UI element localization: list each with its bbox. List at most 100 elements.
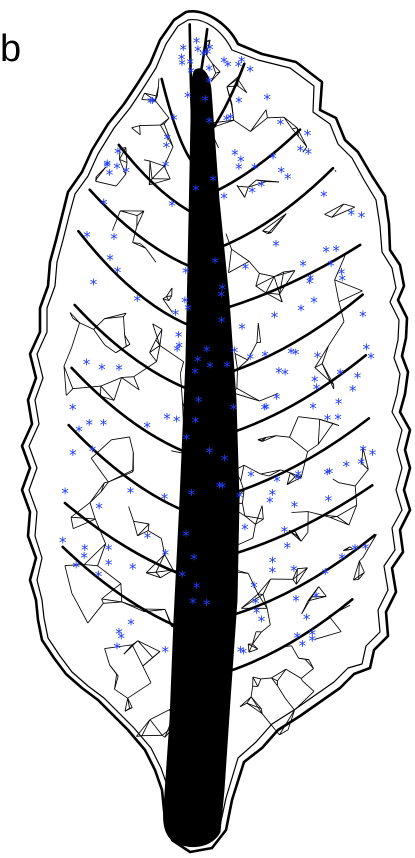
tertiary-vein-segment — [124, 317, 125, 335]
marker-asterisk: * — [343, 457, 351, 475]
tertiary-vein-segment — [315, 632, 341, 640]
marker-asterisk: * — [247, 350, 255, 368]
marker-asterisk: * — [127, 484, 135, 502]
marker-asterisk: * — [143, 418, 151, 436]
tertiary-vein-segment — [65, 566, 72, 594]
marker-asterisk: * — [299, 637, 307, 655]
marker-asterisk: * — [221, 452, 229, 470]
tertiary-vein-segment — [105, 345, 116, 353]
marker-asterisk: * — [334, 410, 342, 428]
tertiary-vein-segment — [138, 641, 160, 652]
tertiary-vein-segment — [133, 452, 134, 472]
tertiary-vein-segment — [272, 669, 286, 678]
marker-asterisk: * — [235, 58, 243, 76]
tertiary-vein-segment — [132, 128, 141, 135]
tertiary-vein-segment — [237, 369, 238, 388]
tertiary-vein-segment — [238, 86, 247, 93]
marker-asterisk: * — [235, 93, 243, 111]
marker-asterisk: * — [272, 237, 280, 255]
marker-asterisk: * — [163, 410, 171, 428]
marker-asterisk: * — [194, 42, 202, 60]
tertiary-vein-segment — [290, 417, 299, 438]
marker-asterisk: * — [357, 455, 365, 473]
marker-asterisk: * — [179, 568, 187, 586]
tertiary-vein-segment — [261, 678, 272, 679]
tertiary-vein-segment — [308, 512, 321, 515]
tertiary-vein-segment — [150, 720, 162, 736]
tertiary-vein-segment — [301, 669, 313, 679]
tertiary-vein-segment — [134, 362, 157, 377]
tertiary-vein-segment — [70, 313, 80, 323]
marker-asterisk: * — [253, 604, 261, 622]
tertiary-vein-segment — [359, 561, 364, 573]
marker-asterisk: * — [297, 302, 305, 320]
marker-asterisk: * — [351, 541, 359, 559]
marker-asterisk: * — [246, 63, 254, 81]
marker-asterisk: * — [168, 197, 176, 215]
tertiary-vein-segment — [88, 603, 104, 623]
tertiary-vein-segment — [229, 249, 232, 273]
marker-asterisk: * — [263, 91, 271, 109]
tertiary-vein-segment — [267, 608, 270, 625]
marker-asterisk: * — [332, 242, 340, 260]
tertiary-vein-segment — [349, 505, 357, 525]
marker-asterisk: * — [164, 131, 172, 149]
marker-asterisk: * — [320, 188, 328, 206]
marker-asterisk: * — [273, 472, 281, 490]
secondary-vein — [217, 599, 352, 675]
tertiary-vein-segment — [234, 120, 251, 131]
marker-asterisk: * — [292, 592, 300, 610]
tertiary-vein-segment — [286, 669, 301, 678]
marker-asterisk: * — [95, 500, 103, 518]
tertiary-vein-segment — [256, 506, 263, 525]
marker-asterisk: * — [306, 274, 314, 292]
tertiary-vein-segment — [293, 579, 297, 584]
marker-asterisk: * — [220, 53, 228, 71]
tertiary-vein-segment — [238, 79, 247, 93]
marker-asterisk: * — [75, 423, 83, 441]
marker-asterisk: * — [238, 320, 246, 338]
marker-asterisk: * — [358, 208, 366, 226]
tertiary-vein-segment — [64, 348, 72, 367]
marker-asterisk: * — [134, 292, 142, 310]
marker-asterisk: * — [59, 534, 67, 552]
marker-asterisk: * — [178, 56, 186, 74]
tertiary-vein-segment — [301, 532, 308, 541]
marker-asterisk: * — [195, 393, 203, 411]
tertiary-vein-segment — [163, 297, 167, 299]
marker-asterisk: * — [192, 414, 200, 432]
marker-asterisk: * — [338, 265, 346, 283]
tertiary-vein-segment — [335, 170, 336, 172]
marker-asterisk: * — [363, 340, 371, 358]
marker-asterisk: * — [269, 554, 277, 572]
marker-asterisk: * — [311, 373, 319, 391]
marker-asterisk: * — [105, 556, 113, 574]
marker-asterisk: * — [231, 344, 239, 362]
marker-asterisk: * — [115, 361, 123, 379]
marker-asterisk: * — [235, 160, 243, 178]
tertiary-vein-segment — [253, 524, 256, 538]
tertiary-vein-segment — [237, 388, 260, 401]
tertiary-vein-segment — [299, 658, 309, 660]
tertiary-vein-segment — [146, 248, 156, 262]
marker-asterisk: * — [314, 349, 322, 367]
tertiary-vein-segment — [266, 110, 267, 118]
marker-asterisk: * — [162, 546, 170, 564]
marker-asterisk: * — [261, 401, 269, 419]
marker-asterisk: * — [100, 196, 108, 214]
tertiary-vein-segment — [238, 186, 249, 187]
tertiary-vein-segment — [121, 584, 122, 602]
tertiary-vein-segment — [101, 482, 108, 492]
tertiary-vein-segment — [143, 652, 160, 667]
tertiary-vein-segment — [74, 598, 88, 623]
marker-asterisk: * — [297, 142, 305, 160]
tertiary-vein-segment — [285, 699, 294, 711]
tertiary-vein-segment — [144, 160, 150, 161]
marker-asterisk: * — [192, 182, 200, 200]
tertiary-vein-segment — [120, 211, 137, 216]
marker-asterisk: * — [205, 114, 213, 132]
marker-asterisk: * — [220, 189, 228, 207]
tertiary-vein-segment — [329, 616, 341, 632]
